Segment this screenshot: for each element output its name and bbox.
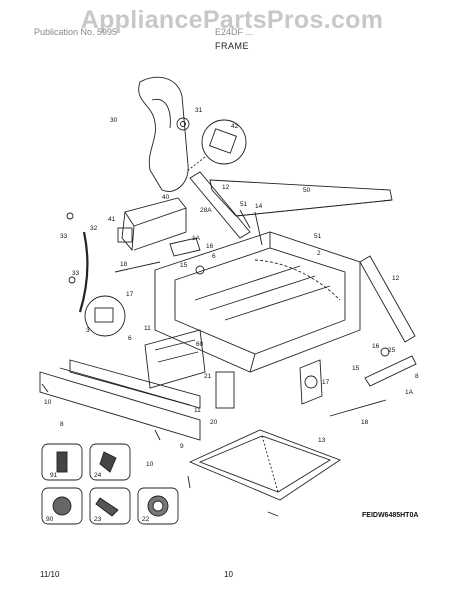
inset-22: [137, 487, 179, 525]
model-number: E24DF ...: [215, 27, 254, 37]
callout-12-a: 12: [222, 184, 230, 191]
part-13-tray: [188, 429, 341, 501]
callout-15-a: 15: [180, 262, 188, 269]
callout-42: 42: [231, 123, 239, 130]
callout-91: 91: [50, 472, 58, 479]
callout-30: 30: [110, 117, 118, 124]
callout-1a-b: 1A: [405, 389, 414, 396]
callout-18-a: 18: [120, 261, 128, 268]
callout-51-a: 51: [240, 201, 248, 208]
callout-32: 32: [90, 225, 98, 232]
callout-14: 14: [255, 203, 263, 210]
inset-91: [41, 443, 83, 481]
page-number: 10: [224, 570, 233, 579]
callout-10-a: 10: [44, 399, 52, 406]
callout-21: 21: [204, 373, 212, 380]
part-31-nut: [176, 117, 190, 131]
part-14-strip: [254, 211, 263, 246]
callout-8-b: 8: [415, 373, 419, 380]
callout-33-a: 33: [60, 233, 68, 240]
callout-16-b: 16: [372, 343, 380, 350]
callout-50: 50: [303, 187, 311, 194]
part-12-rail-right: [359, 255, 416, 343]
callout-8-a: 8: [60, 421, 64, 428]
callout-33-b: 33: [72, 270, 80, 277]
callout-9: 9: [180, 443, 184, 450]
callout-17-a: 17: [126, 291, 134, 298]
part-3-inset: [84, 295, 126, 337]
diagram-code: FEIDW6485HT0A: [362, 512, 419, 519]
callout-23: 23: [94, 516, 102, 523]
part-32-hose: [78, 231, 89, 313]
part-9-panel: [69, 359, 201, 409]
part-18-rod-right: [329, 399, 387, 417]
callout-6-b: 6: [128, 335, 132, 342]
part-30-bracket: [138, 76, 189, 192]
callout-16-a: 16: [206, 243, 214, 250]
callout-1a-a: 1A: [192, 235, 201, 242]
publication-number: Publication No. 5995: [34, 27, 118, 37]
callout-17-b: 17: [322, 379, 330, 386]
callout-3: 3: [86, 327, 90, 334]
callout-25: 25: [388, 347, 396, 354]
inset-24: [89, 443, 131, 481]
callout-11-b: 11: [194, 407, 201, 414]
callout-51-b: 51: [314, 233, 322, 240]
callout-41: 41: [108, 216, 116, 223]
part-42-inset: [201, 119, 247, 165]
callout-10-b: 10: [146, 461, 154, 468]
part-50-top-rail: [209, 179, 393, 217]
callout-22: 22: [142, 516, 150, 523]
footer-date: 11/10: [40, 570, 60, 579]
part-40-module: [124, 197, 187, 227]
callout-20: 20: [210, 419, 218, 426]
callout-2: 2: [317, 250, 321, 257]
part-41-cup: [117, 227, 133, 243]
part-8-kickplate: [39, 371, 201, 441]
callout-6-a: 6: [212, 253, 216, 260]
callout-18-b: 18: [361, 419, 369, 426]
inset-23: [89, 487, 131, 525]
callout-24: 24: [94, 472, 102, 479]
section-title: FRAME: [215, 41, 249, 51]
inset-90: [41, 487, 83, 525]
callout-90: 90: [46, 516, 54, 523]
part-25-arm: [364, 355, 417, 387]
part-17-motor: [299, 359, 323, 405]
part-60-bracket: [144, 329, 206, 389]
callout-31: 31: [195, 107, 203, 114]
callout-15-b: 15: [352, 365, 360, 372]
callout-40: 40: [162, 194, 170, 201]
part-21-bracket: [215, 371, 235, 409]
callout-28a: 28A: [200, 207, 212, 214]
part-12-rail-left: [189, 171, 251, 239]
part-18-rod-left: [114, 261, 161, 273]
callout-13: 13: [318, 437, 326, 444]
callout-11-a: 11: [144, 325, 151, 332]
callout-60: 60: [196, 341, 204, 348]
watermark: AppliancePartsPros.com: [80, 6, 384, 34]
callout-12-b: 12: [392, 275, 400, 282]
